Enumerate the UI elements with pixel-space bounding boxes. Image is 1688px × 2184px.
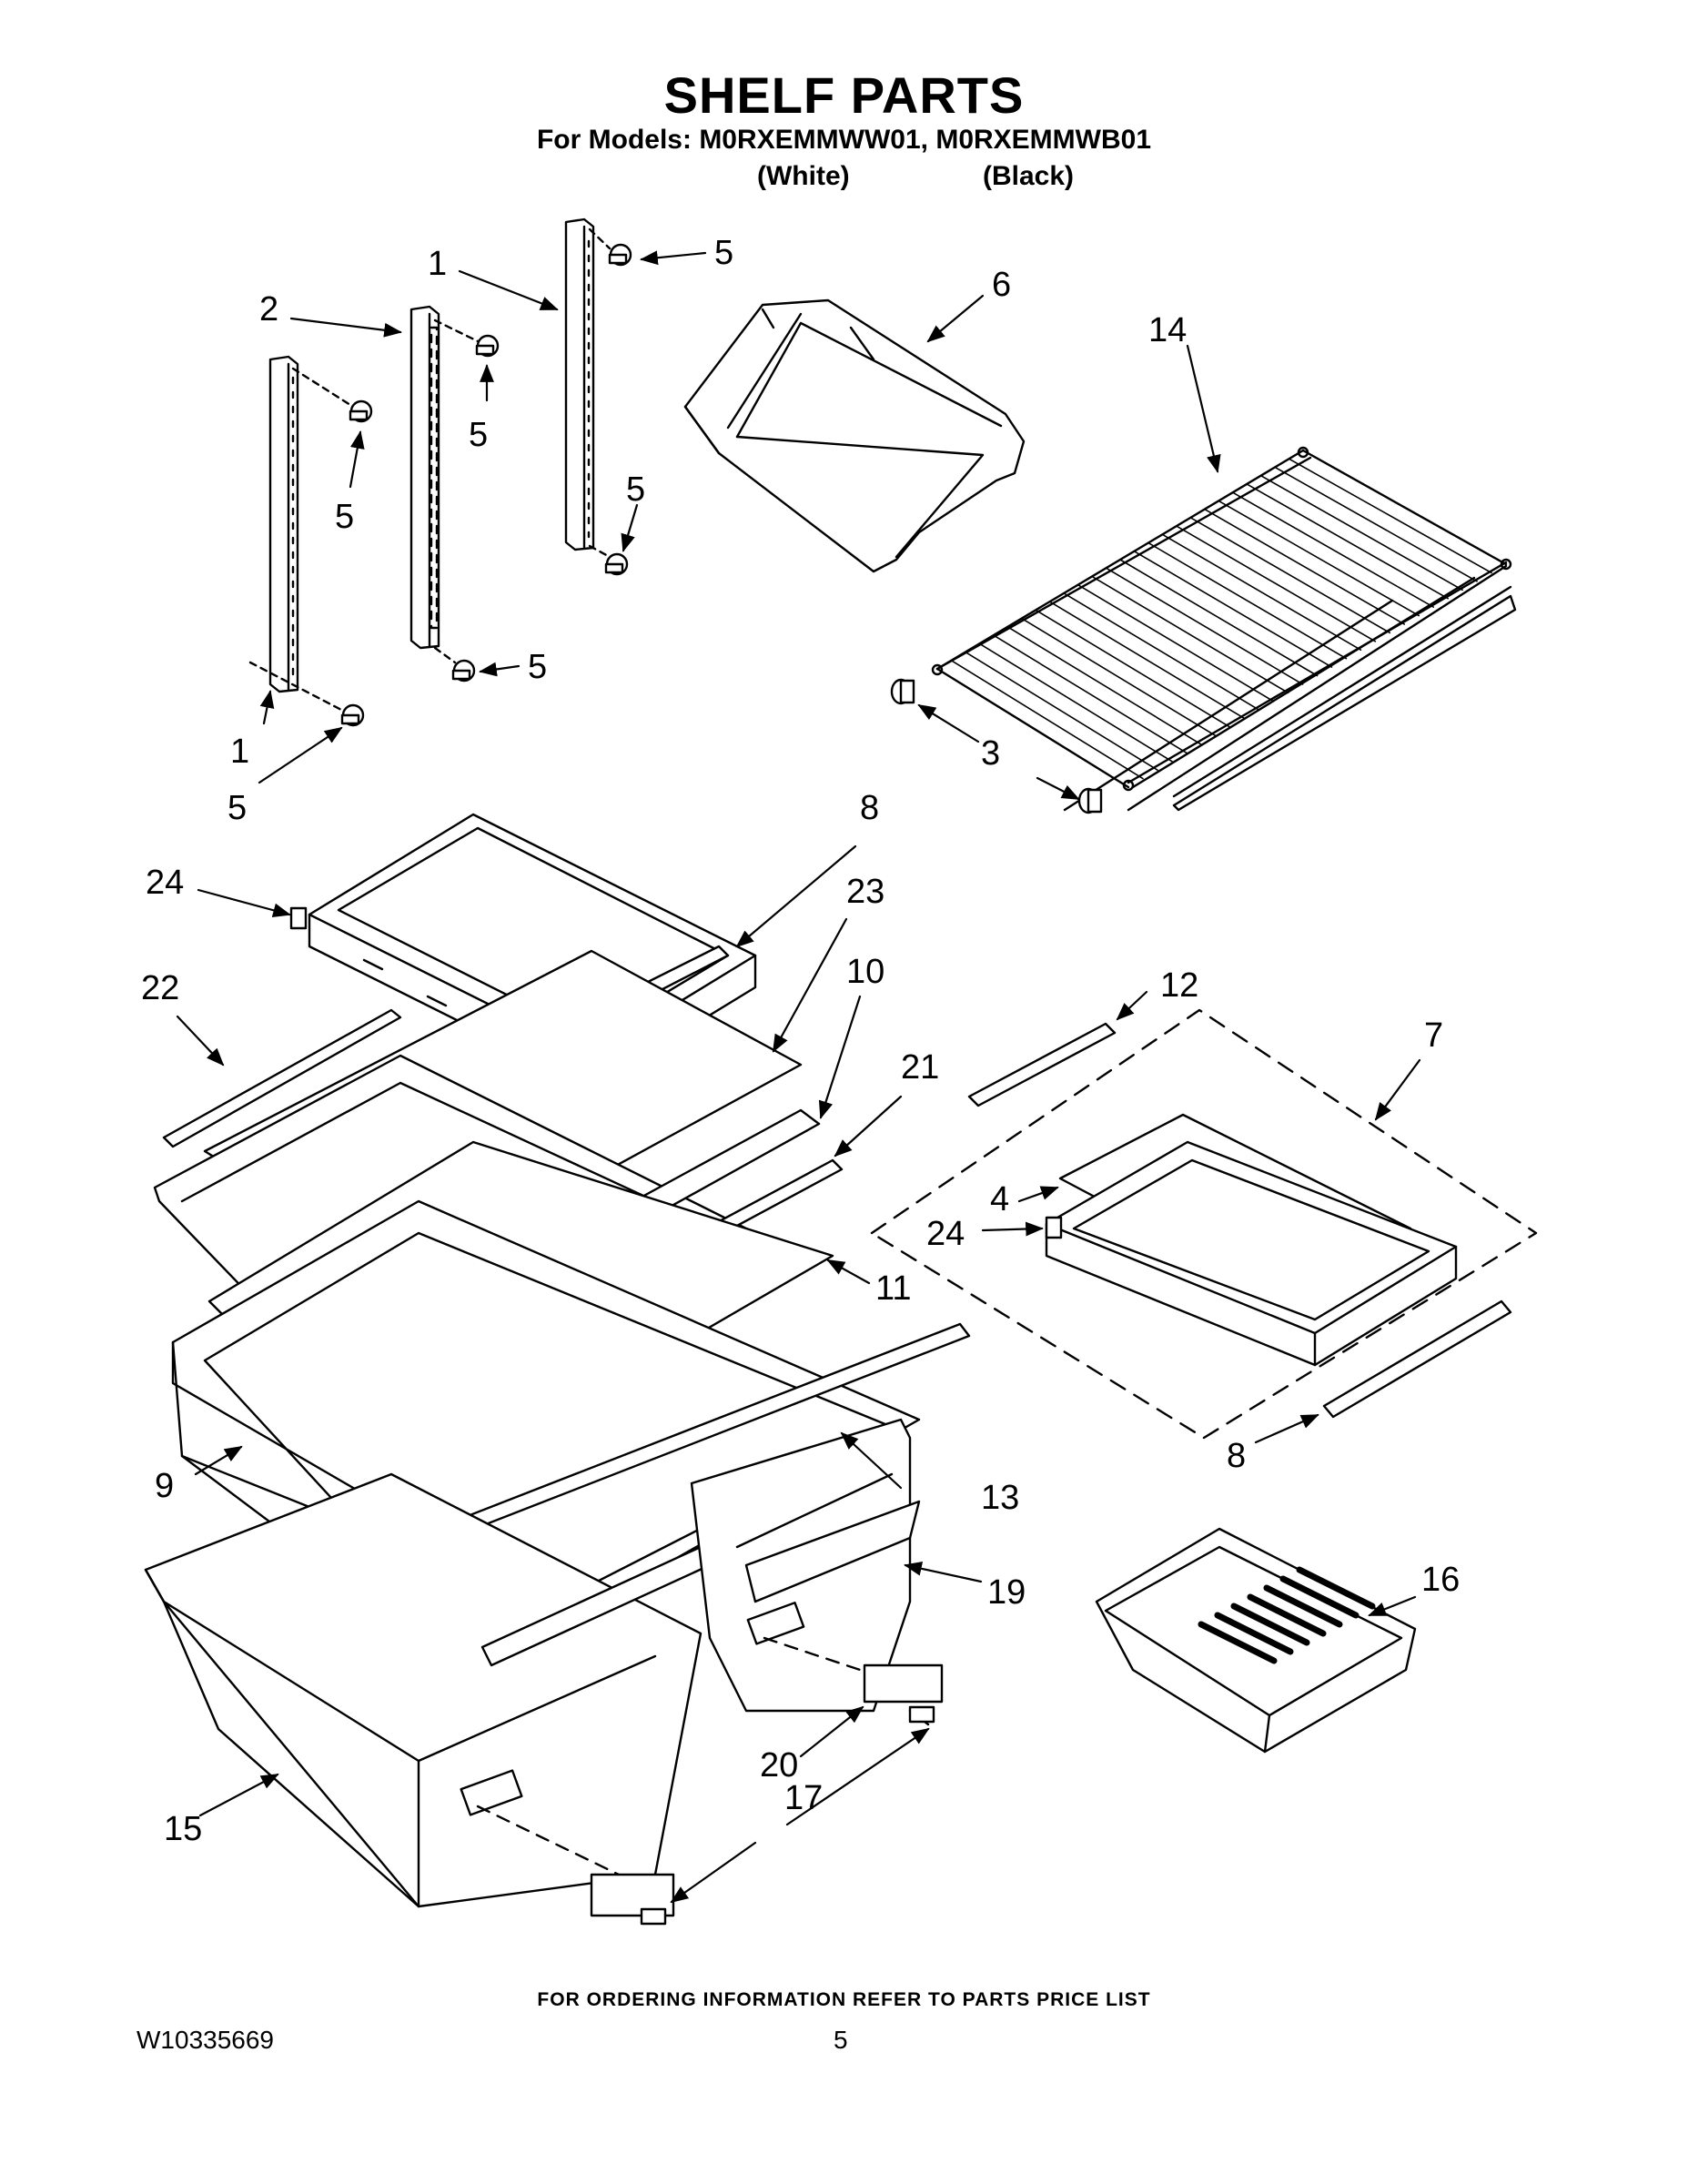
callout-6: 6 bbox=[992, 266, 1011, 304]
wire-shelf bbox=[931, 446, 1517, 812]
callout-24a: 24 bbox=[146, 864, 184, 902]
shelf-ladder-center bbox=[409, 305, 440, 650]
callout-11: 11 bbox=[875, 1269, 911, 1308]
wire-shelf-rod bbox=[1189, 517, 1391, 634]
page-number: 5 bbox=[834, 2026, 848, 2054]
callout-labels: 1 1 2 3 4 5 5 5 5 5 5 6 7 8 8 9 10 11 12… bbox=[141, 234, 1460, 1848]
wire-shelf-rod bbox=[950, 659, 1144, 780]
callout-8a: 8 bbox=[860, 789, 879, 827]
utility-bin bbox=[683, 298, 1026, 573]
callout-7: 7 bbox=[1424, 1016, 1443, 1055]
shelf-stack-left bbox=[153, 949, 971, 1676]
shelf-ladder-right bbox=[564, 217, 595, 551]
callout-22: 22 bbox=[141, 969, 179, 1007]
wire-shelf-rod bbox=[1020, 617, 1217, 737]
wire-shelf-rod bbox=[1006, 626, 1202, 745]
callout-24b: 24 bbox=[926, 1215, 965, 1253]
wire-shelf-rod bbox=[1161, 533, 1362, 652]
callout-23: 23 bbox=[846, 873, 884, 911]
wire-shelf-rod bbox=[1203, 508, 1406, 625]
wire-shelf-rod bbox=[965, 651, 1158, 771]
page-title: SHELF PARTS bbox=[663, 66, 1025, 124]
callout-8b: 8 bbox=[1227, 1437, 1246, 1475]
callout-leaders bbox=[176, 250, 1421, 1904]
callout-1a: 1 bbox=[428, 245, 447, 283]
wire-shelf-rod bbox=[1176, 525, 1377, 642]
callout-17: 17 bbox=[784, 1779, 823, 1817]
snack-pan-rib bbox=[1198, 1621, 1278, 1664]
shelf-pins bbox=[890, 678, 1103, 814]
crisper-drawer-right bbox=[690, 1418, 944, 1713]
callout-3: 3 bbox=[981, 734, 1000, 773]
callout-10: 10 bbox=[846, 953, 884, 991]
callout-19: 19 bbox=[987, 1573, 1026, 1612]
snack-pan-rib bbox=[1214, 1612, 1294, 1655]
callout-13: 13 bbox=[981, 1479, 1019, 1517]
wire-shelf-rod bbox=[1274, 466, 1478, 582]
callout-9: 9 bbox=[155, 1467, 174, 1505]
callout-5d: 5 bbox=[626, 470, 645, 509]
snack-pan-rib bbox=[1263, 1584, 1343, 1628]
drawer-badges bbox=[640, 1705, 935, 1926]
callout-20: 20 bbox=[760, 1746, 798, 1785]
wire-shelf-rod bbox=[1048, 601, 1246, 720]
callout-4: 4 bbox=[990, 1180, 1009, 1218]
wire-shelf-rod bbox=[1105, 567, 1304, 685]
wire-shelf-rod bbox=[978, 642, 1173, 763]
document-number: W10335669 bbox=[136, 2026, 275, 2054]
shelf-ladder-left bbox=[268, 355, 299, 693]
wire-shelf-rod bbox=[1133, 550, 1333, 668]
callout-14: 14 bbox=[1148, 311, 1187, 349]
snack-pan-rib bbox=[1247, 1593, 1327, 1637]
page-header: SHELF PARTS For Models: M0RXEMMWW01, M0R… bbox=[0, 0, 1688, 209]
callout-21: 21 bbox=[901, 1048, 939, 1087]
wire-shelf-rod bbox=[1091, 575, 1289, 694]
callout-15: 15 bbox=[164, 1810, 202, 1848]
callout-5c: 5 bbox=[335, 498, 354, 536]
wire-shelf-rod bbox=[1147, 541, 1348, 660]
wire-shelf-rod bbox=[1259, 474, 1463, 592]
wire-shelf-rod bbox=[1302, 450, 1507, 565]
callout-1b: 1 bbox=[230, 733, 249, 771]
callout-5f: 5 bbox=[227, 789, 247, 827]
wire-shelf-rod bbox=[1231, 491, 1434, 608]
callout-16: 16 bbox=[1421, 1561, 1460, 1599]
callout-5a: 5 bbox=[714, 234, 733, 272]
wire-shelf-rod bbox=[1246, 483, 1449, 600]
glass-shelf-assembly-right bbox=[870, 1008, 1538, 1440]
wire-shelf-rod bbox=[1063, 592, 1260, 711]
wire-shelf-rod bbox=[1035, 609, 1231, 728]
callout-5e: 5 bbox=[528, 648, 547, 686]
snack-pan-rib bbox=[1296, 1566, 1376, 1610]
snack-pan bbox=[1095, 1527, 1417, 1754]
variant-white-label: (White) bbox=[757, 161, 850, 191]
snack-pan-rib bbox=[1230, 1603, 1310, 1646]
callout-2: 2 bbox=[259, 290, 278, 329]
wire-shelf-rod bbox=[1288, 458, 1492, 574]
snack-pan-rib bbox=[1279, 1575, 1359, 1619]
wire-shelf-rod bbox=[993, 634, 1188, 754]
ladder-screws bbox=[248, 228, 632, 727]
wire-shelf-rod bbox=[1218, 500, 1420, 617]
callout-12: 12 bbox=[1160, 966, 1198, 1005]
wire-shelf-rod bbox=[1076, 583, 1275, 703]
model-numbers: For Models: M0RXEMMWW01, M0RXEMMWB01 bbox=[536, 125, 1152, 155]
callout-5b: 5 bbox=[469, 416, 488, 454]
variant-black-label: (Black) bbox=[983, 161, 1075, 191]
ordering-note: FOR ORDERING INFORMATION REFER TO PARTS … bbox=[537, 1989, 1151, 2010]
wire-shelf-rod bbox=[1119, 559, 1319, 677]
wire-shelf-rod bbox=[936, 668, 1129, 788]
